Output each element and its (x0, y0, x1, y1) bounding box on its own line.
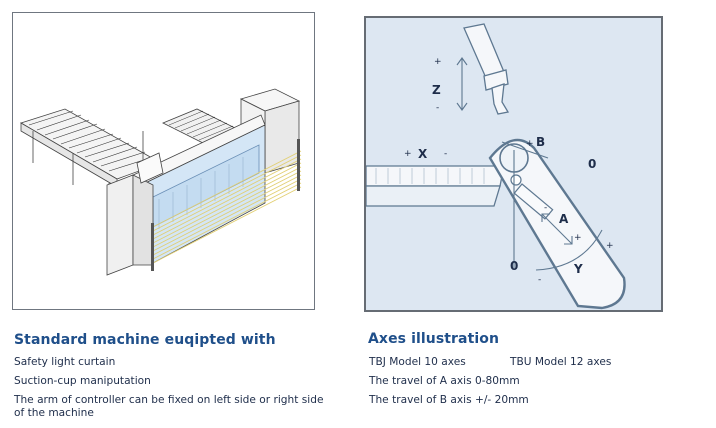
manipulator-arm (488, 138, 626, 310)
feature-list: Safety light curtain Suction-cup maniput… (14, 356, 326, 420)
y-axis-label: Y (573, 262, 583, 276)
axes-diagram: Z + - X + - B + 0 A + - Y + - 0 (366, 23, 626, 310)
feature-controller-arm: The arm of controller can be fixed on le… (14, 394, 324, 419)
x-axis-minus: - (444, 149, 447, 159)
y-axis-plus: + (606, 241, 614, 251)
a-axis-travel-row: The travel of A axis 0-80mm (369, 375, 689, 394)
axes-diagram-panel: Z + - X + - B + 0 A + - Y + - 0 (364, 16, 663, 312)
b-axis-travel-row: The travel of B axis +/- 20mm (369, 394, 689, 413)
standard-equipment-heading: Standard machine euqipted with (14, 332, 276, 348)
a-axis-minus: - (544, 203, 547, 213)
y-axis-minus: - (538, 275, 541, 285)
b-axis-travel: The travel of B axis +/- 20mm (369, 394, 529, 406)
a-axis-label: A (559, 212, 569, 226)
b-axis-label: B (536, 135, 545, 149)
b-axis-plus: + (526, 139, 534, 149)
y-axis-zero: 0 (510, 259, 518, 273)
machine-illustration-panel (12, 12, 315, 310)
upper-tool (463, 23, 510, 115)
axes-illustration-heading: Axes illustration (368, 331, 500, 347)
tbu-model-axes: TBU Model 12 axes (510, 356, 612, 368)
a-axis-travel: The travel of A axis 0-80mm (369, 375, 520, 387)
machine-illustration (20, 88, 302, 276)
a-axis-plus: + (574, 233, 582, 243)
feature-safety-light-curtain: Safety light curtain (14, 356, 116, 368)
x-bar (366, 165, 505, 207)
z-axis-plus: + (434, 57, 442, 67)
axes-specs: TBJ Model 10 axes TBU Model 12 axes The … (369, 356, 689, 413)
feature-suction-cup: Suction-cup maniputation (14, 375, 151, 387)
z-axis-minus: - (436, 103, 439, 113)
b-axis-zero: 0 (588, 157, 596, 171)
tbj-model-axes: TBJ Model 10 axes (369, 356, 466, 368)
model-axes-row: TBJ Model 10 axes TBU Model 12 axes (369, 356, 689, 375)
x-axis-plus: + (404, 149, 412, 159)
x-axis-label: X (418, 147, 428, 161)
z-axis-label: Z (432, 83, 441, 97)
